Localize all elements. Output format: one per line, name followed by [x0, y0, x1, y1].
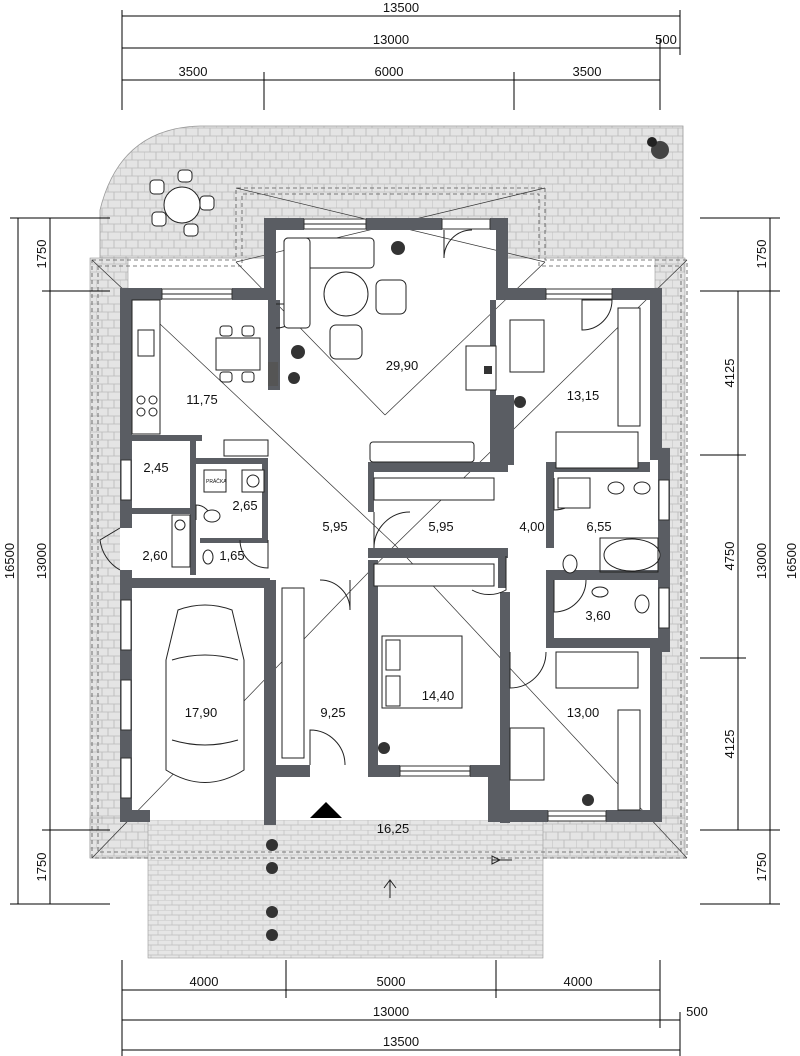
top-segment-1: 3500 [179, 64, 208, 79]
right-bottom-overhang: 1750 [754, 853, 769, 882]
dining-table-icon [215, 325, 278, 386]
bottom-segment-1: 4000 [190, 974, 219, 989]
kitchen-counter [131, 299, 161, 435]
room-area-master-bedroom: 14,40 [422, 688, 455, 703]
room-area-bathroom: 6,55 [586, 519, 611, 534]
bottom-overhang: 500 [686, 1004, 708, 1019]
room-area-bedroom-ne: 13,15 [567, 388, 600, 403]
bottom-segment-2: 5000 [377, 974, 406, 989]
right-segment-1: 4125 [722, 359, 737, 388]
room-area-laundry: 2,65 [232, 498, 257, 513]
appliance-label: PRÁČKA [206, 478, 227, 485]
top-segment-2: 6000 [375, 64, 404, 79]
right-overall-with-overhang: 16500 [784, 543, 799, 579]
bathtub-icon [599, 537, 661, 573]
room-area-bedroom-se: 13,00 [567, 705, 600, 720]
windows [120, 218, 670, 822]
bed-icon [381, 431, 639, 709]
left-overall: 13000 [34, 543, 49, 579]
bottom-segment-3: 4000 [564, 974, 593, 989]
plant-icon [266, 137, 669, 941]
right-top-overhang: 1750 [754, 240, 769, 269]
bath-sink-icon [607, 481, 625, 495]
top-dimensions: 13500 13000 500 3500 6000 3500 [121, 0, 681, 110]
step-arrow-icon-2 [491, 855, 512, 865]
right-dimensions: 1750 4125 4750 4125 13000 16500 1750 [700, 217, 799, 905]
room-area-toilet: 3,60 [585, 608, 610, 623]
left-overall-with-overhang: 16500 [2, 543, 17, 579]
top-segment-3: 3500 [573, 64, 602, 79]
left-top-overhang: 1750 [34, 240, 49, 269]
wardrobe-icon [281, 307, 641, 811]
step-arrow-icon [383, 879, 397, 898]
furniture: PRÁČKA [131, 137, 669, 941]
car-icon [165, 604, 245, 783]
roof-outline [91, 187, 688, 859]
right-segment-3: 4125 [722, 730, 737, 759]
room-area-hall-right: 5,95 [428, 519, 453, 534]
room-area-corridor: 4,00 [519, 519, 544, 534]
small-sink-icon [591, 586, 609, 598]
left-dimensions: 16500 13000 1750 1750 [2, 217, 110, 905]
top-overhang: 500 [655, 32, 677, 47]
desk-icon [509, 319, 545, 373]
bottom-dimensions: 4000 5000 4000 13000 500 13500 [121, 960, 708, 1056]
desk-icon-2 [509, 727, 545, 781]
right-overall: 13000 [754, 543, 769, 579]
room-area-kitchen: 11,75 [186, 392, 218, 407]
room-area-garage: 17,90 [185, 705, 218, 720]
bath-sink-icon-2 [633, 481, 651, 495]
room-area-wc: 1,65 [219, 548, 244, 563]
outdoor-table-icon [149, 169, 215, 237]
room-area-entry-hall: 9,25 [320, 705, 345, 720]
room-area-living: 29,90 [386, 358, 419, 373]
fireplace-box [484, 366, 492, 374]
tv-stand [369, 441, 475, 463]
top-overall: 13000 [373, 32, 409, 47]
bottom-overall-with-overhang: 13500 [383, 1034, 419, 1049]
right-segment-2: 4750 [722, 542, 737, 571]
fireplace-icon [465, 345, 497, 391]
left-bottom-overhang: 1750 [34, 853, 49, 882]
bottom-overall: 13000 [373, 1004, 409, 1019]
room-area-terrace: 16,25 [377, 821, 410, 836]
washing-machine-icon [203, 469, 227, 493]
room-labels: 29,90 11,75 13,15 2,45 2,65 5,95 5,95 4,… [142, 358, 611, 836]
entrance-arrow-icon [310, 802, 342, 818]
room-area-pantry: 2,45 [143, 460, 168, 475]
room-area-hall-left: 5,95 [322, 519, 347, 534]
bath-toilet-icon [562, 554, 578, 574]
heating-unit [223, 439, 269, 457]
room-area-utility: 2,60 [142, 548, 167, 563]
sofa-icon [283, 237, 407, 360]
sink-icon [202, 549, 214, 565]
top-overall-with-overhang: 13500 [383, 0, 419, 15]
toilet-icon [203, 509, 221, 523]
shower-icon [557, 477, 591, 509]
small-toilet-icon [634, 594, 650, 614]
